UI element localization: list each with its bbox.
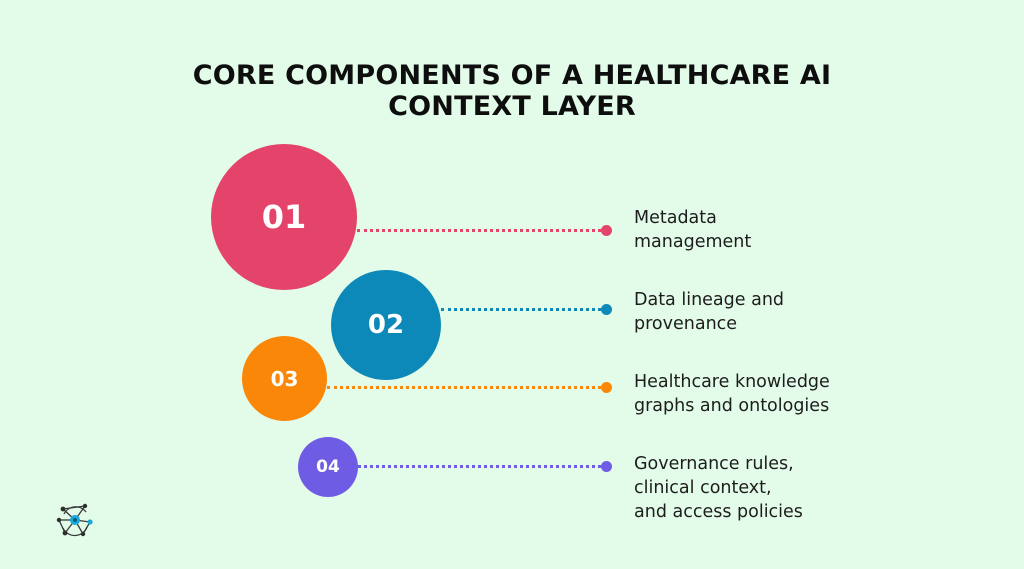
- step-label-line: management: [634, 232, 752, 252]
- step-label-03: Healthcare knowledge graphs and ontologi…: [634, 370, 894, 418]
- step-label-line: Governance rules,: [634, 454, 794, 474]
- step-label-02: Data lineage and provenance: [634, 288, 894, 336]
- step-circle-03: 03: [242, 336, 327, 421]
- step-label-line: Healthcare knowledge: [634, 372, 830, 392]
- step-circle-01: 01: [211, 144, 357, 290]
- step-label-line: and access policies: [634, 502, 803, 522]
- step-label-line: clinical context,: [634, 478, 772, 498]
- dotted-connector-03: [327, 386, 601, 389]
- step-circle-02: 02: [331, 270, 441, 380]
- step-label-line: graphs and ontologies: [634, 396, 830, 416]
- connector-dot-01: [601, 225, 612, 236]
- step-label-04: Governance rules, clinical context, and …: [634, 452, 894, 524]
- step-number: 03: [270, 366, 299, 391]
- step-label-line: Metadata: [634, 208, 717, 228]
- step-label-line: Data lineage and: [634, 290, 785, 310]
- dotted-connector-04: [358, 465, 601, 468]
- step-label-line: provenance: [634, 314, 738, 334]
- step-circle-04: 04: [298, 437, 358, 497]
- title-line-2: CONTEXT LAYER: [388, 91, 636, 122]
- step-label-01: Metadata management: [634, 206, 894, 254]
- dotted-connector-01: [357, 229, 601, 232]
- connector-dot-02: [601, 304, 612, 315]
- connector-dot-03: [601, 382, 612, 393]
- network-logo-icon: [55, 500, 95, 540]
- step-number: 04: [316, 457, 340, 477]
- step-number: 02: [367, 310, 405, 340]
- dotted-connector-02: [441, 308, 601, 311]
- page-title: CORE COMPONENTS OF A HEALTHCARE AI CONTE…: [0, 60, 1024, 122]
- title-line-1: CORE COMPONENTS OF A HEALTHCARE AI: [192, 60, 832, 91]
- step-number: 01: [261, 198, 307, 236]
- connector-dot-04: [601, 461, 612, 472]
